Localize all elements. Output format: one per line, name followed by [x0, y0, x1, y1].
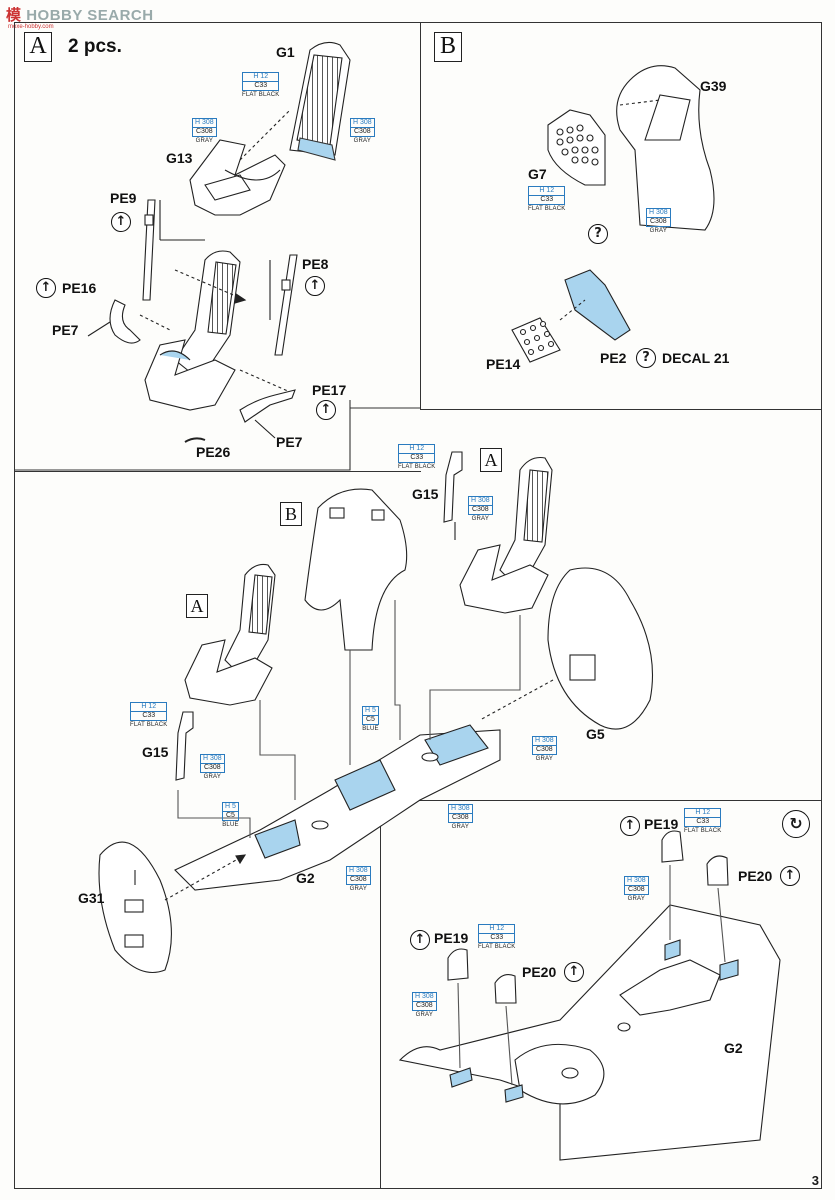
part-label-g39: G39: [700, 78, 727, 94]
part-label-pe19: PE19: [434, 930, 469, 946]
part-label-g13: G13: [166, 150, 193, 166]
pe-bend-icon: ↑: [111, 212, 131, 232]
main-frame: [14, 22, 822, 1189]
detail-frame: [380, 800, 821, 1188]
pe-bend-icon: ↑: [305, 276, 325, 296]
part-label-g31: G31: [78, 890, 105, 906]
part-label-g15: G15: [142, 744, 169, 760]
question-icon: ?: [636, 348, 656, 368]
question-icon: ?: [588, 224, 608, 244]
part-label-g2: G2: [296, 870, 315, 886]
part-label-pe17: PE17: [312, 382, 347, 398]
watermark-sub: moxe-hobby.com: [8, 24, 54, 30]
part-label-g1: G1: [276, 44, 295, 60]
watermark-brand: 模 HOBBY SEARCH: [6, 7, 154, 24]
part-label-pe20: PE20: [522, 964, 557, 980]
rotate-icon: ↻: [782, 810, 810, 838]
part-label-pe26: PE26: [196, 444, 231, 460]
part-label-pe2: PE2: [600, 350, 627, 366]
part-label-g7: G7: [528, 166, 547, 182]
part-label-pe14: PE14: [486, 356, 521, 372]
sub-assembly-b-badge: B: [280, 502, 302, 526]
pe-bend-icon: ↑: [564, 962, 584, 982]
part-label-pe8: PE8: [302, 256, 329, 272]
part-label-g5: G5: [586, 726, 605, 742]
part-label-pe9: PE9: [110, 190, 137, 206]
part-label-pe7-upper: PE7: [52, 322, 79, 338]
pe-bend-icon: ↑: [36, 278, 56, 298]
step-b-badge: B: [434, 32, 462, 62]
step-a-badge: A: [24, 32, 52, 62]
panel-a-qty: 2 pcs.: [68, 36, 122, 57]
part-label-pe16: PE16: [62, 280, 97, 296]
part-label-pe19: PE19: [644, 816, 679, 832]
sub-assembly-a-badge: A: [480, 448, 502, 472]
pe-bend-icon: ↑: [780, 866, 800, 886]
part-label-pe20: PE20: [738, 868, 773, 884]
part-label-g15: G15: [412, 486, 439, 502]
part-label-g2: G2: [724, 1040, 743, 1056]
pe-bend-icon: ↑: [410, 930, 430, 950]
pe-bend-icon: ↑: [316, 400, 336, 420]
pe-bend-icon: ↑: [620, 816, 640, 836]
page-number: 3: [811, 1173, 819, 1188]
part-label-pe7-lower: PE7: [276, 434, 303, 450]
sub-assembly-a-badge: A: [186, 594, 208, 618]
decal-label: DECAL 21: [662, 350, 730, 366]
